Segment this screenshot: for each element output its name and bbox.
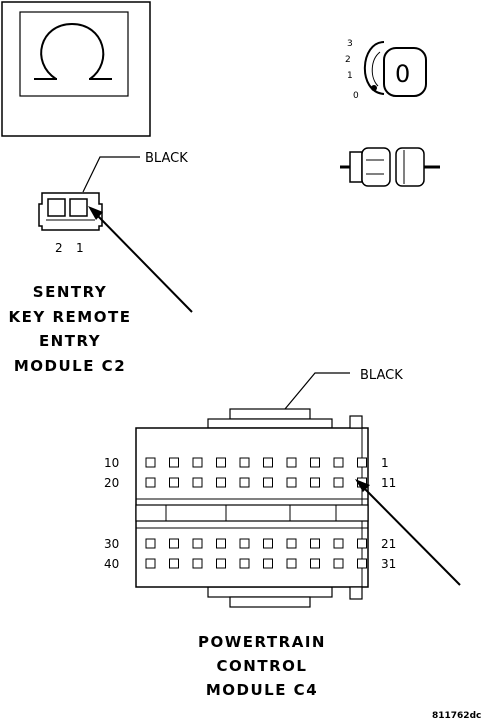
c4-pin-cavity [192,457,203,468]
c4-pin-cavity [192,558,203,569]
c4-pin-cavity [263,457,273,468]
key-position-0: 0 [353,91,359,101]
headphone-omega-icon [34,22,112,80]
c4-title-line-1: POWERTRAIN [198,633,326,651]
connector-c2: BLACK 2 1 SENTRY KEY REMOTE ENTRY MODULE… [9,151,193,375]
c4-pin-cavity [310,558,320,569]
connector-c4: BLACK 10 20 30 40 1 11 21 31 POWERTRA [104,368,461,699]
c4-pin-cavity [216,558,226,569]
c4-pin-cavity [286,477,297,488]
c4-pin-cavity [145,538,156,549]
c4-right-label-11: 11 [381,476,396,490]
c4-pin-cavity [216,538,226,549]
c4-pin-cavity [216,477,226,488]
c4-pin-cavity [286,457,297,468]
c4-right-label-31: 31 [381,557,396,571]
c4-pin-cavity [310,477,320,488]
c4-title-line-3: MODULE C4 [206,681,318,699]
c4-pin-cavity [357,457,367,468]
c4-pin-cavity [333,477,344,488]
key-cylinder-icon [340,147,440,187]
c2-title-line-1: SENTRY [33,283,107,301]
c2-title-line-4: MODULE C2 [14,357,126,375]
c4-left-label-10: 10 [104,456,119,470]
c4-right-label-21: 21 [381,537,396,551]
c4-pin-cavity [145,457,156,468]
c4-pin-cavity [333,457,344,468]
c4-pin-cavity [145,477,156,488]
c4-pin-cavity [239,457,250,468]
c2-pin-2: 2 [55,241,63,255]
c2-pin-1: 1 [76,241,84,255]
c4-pin-cavity [169,457,179,468]
c4-left-label-30: 30 [104,537,119,551]
c4-color-label: BLACK [360,368,403,383]
c4-pin-cavity [263,477,273,488]
c4-pin-cavity [333,558,344,569]
symbol-panel [1,1,151,137]
c4-pin-cavity [263,538,273,549]
c4-pin-cavity [333,538,344,549]
c2-color-label: BLACK [145,151,188,166]
c4-right-label-1: 1 [381,456,389,470]
c4-pin-cavity [169,558,179,569]
key-switch: 3 2 1 0 0 [345,39,427,101]
c4-pin-cavity [357,558,367,569]
c4-pin-cavity [216,457,226,468]
key-label: 0 [395,60,410,88]
c4-pin-cavity [286,558,297,569]
c4-pin-cavity [263,558,273,569]
c4-pin-cavity [310,538,320,549]
c2-title-line-2: KEY REMOTE [9,308,132,326]
key-position-3: 3 [347,39,353,49]
ignition-key-icon: 0 [363,41,427,97]
key-position-1: 1 [347,71,353,81]
c2-title-line-3: ENTRY [39,332,101,350]
c4-pin-cavity [169,477,179,488]
c2-pointer-arrow [95,213,193,313]
c4-pin-cavities [145,457,367,569]
c4-pin-cavity [169,538,179,549]
c4-pin-cavity [239,538,250,549]
c4-pointer-arrow [361,485,461,586]
c4-pin-cavity [192,477,203,488]
c4-pin-cavity [357,538,367,549]
key-position-2: 2 [345,55,351,65]
c4-pin-cavity [239,477,250,488]
reference-code: 811762dc [432,711,481,721]
c4-pin-cavity [286,538,297,549]
c4-left-label-40: 40 [104,557,119,571]
c4-pin-cavity [145,558,156,569]
c4-pin-cavity [192,538,203,549]
c4-left-label-20: 20 [104,476,119,490]
c4-pin-cavity [239,558,250,569]
c4-pin-cavity [310,457,320,468]
c4-title-line-2: CONTROL [217,657,308,675]
